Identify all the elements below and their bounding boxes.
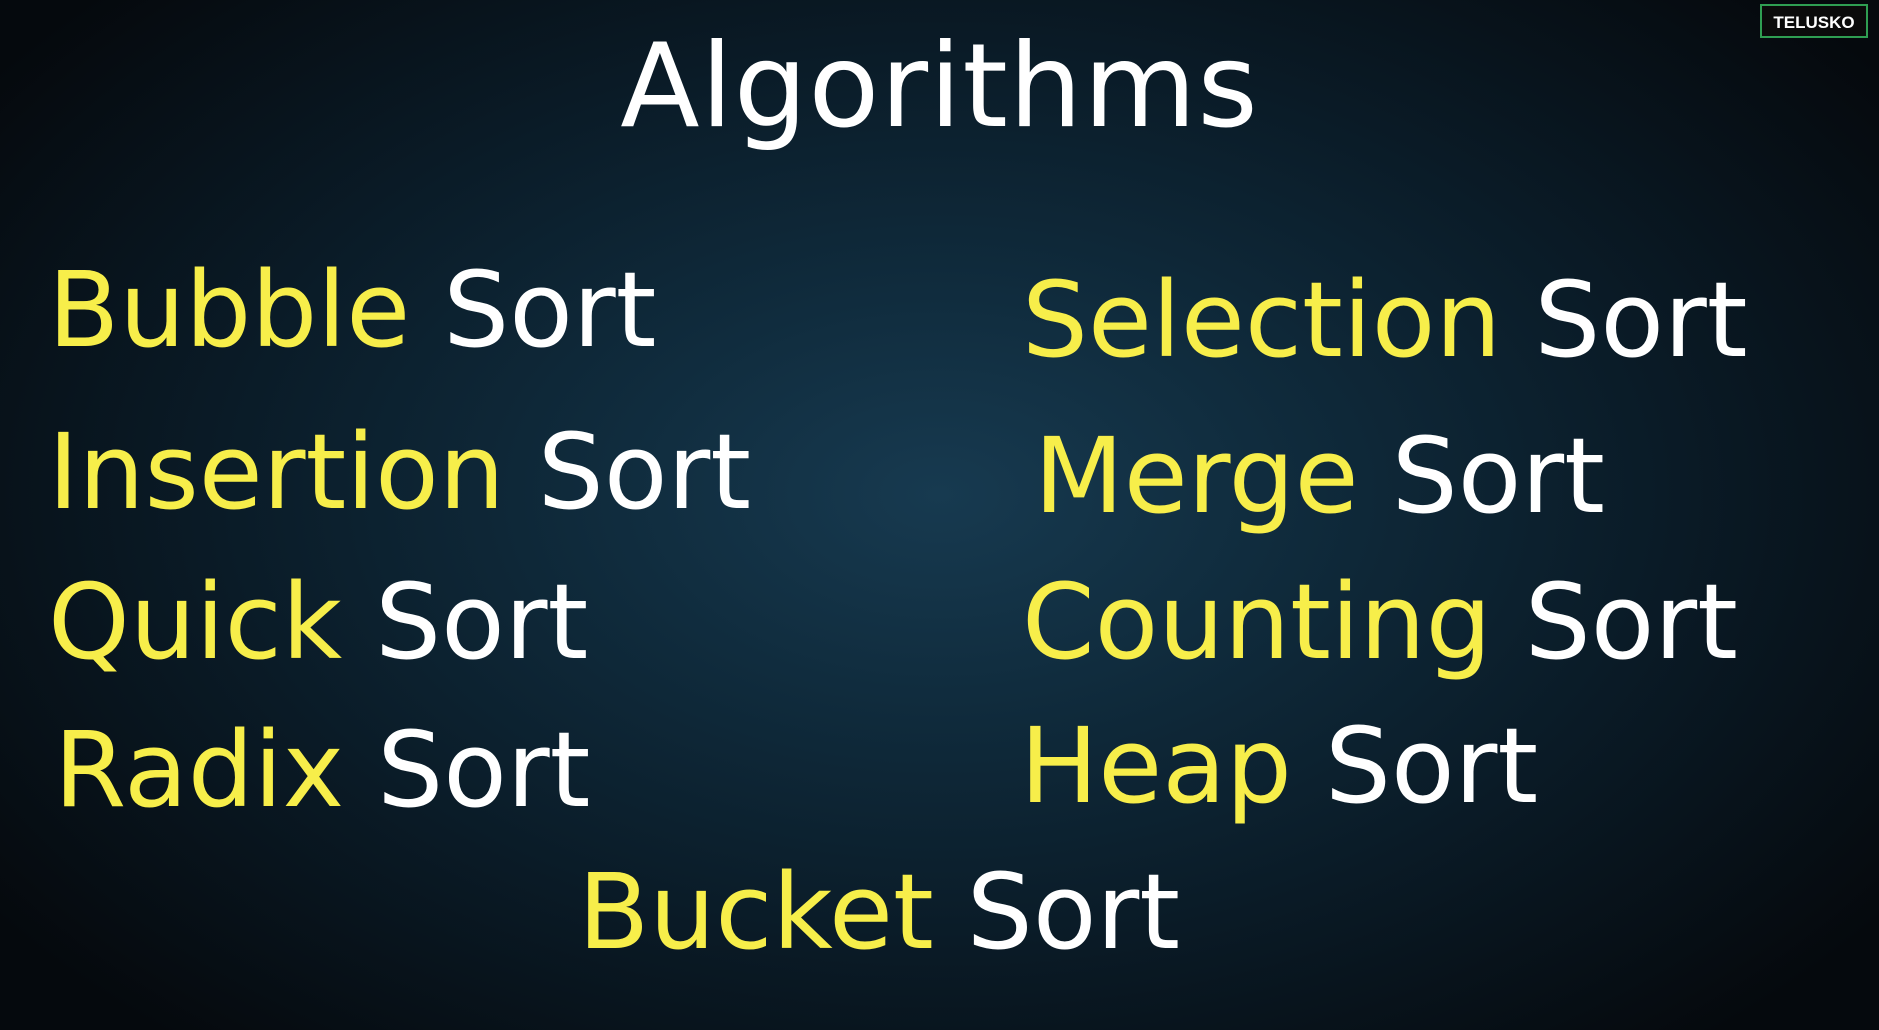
algorithm-suffix: Sort [1325,705,1539,827]
algorithm-suffix: Sort [966,851,1180,973]
algorithm-name: Counting [1022,561,1492,683]
algorithm-name: Bubble [48,249,411,371]
algorithm-item-heap-sort: Heap Sort [1020,706,1538,826]
algorithm-item-bubble-sort: Bubble Sort [48,250,656,370]
channel-logo: TELUSKO [1760,4,1868,38]
algorithm-suffix: Sort [375,561,589,683]
algorithm-name: Merge [1034,415,1359,537]
algorithm-name: Radix [54,709,345,831]
algorithm-name: Heap [1020,705,1292,827]
algorithm-suffix: Sort [1524,561,1738,683]
algorithm-name: Selection [1022,259,1502,381]
algorithm-suffix: Sort [443,249,657,371]
algorithm-item-quick-sort: Quick Sort [48,562,588,682]
algorithm-item-counting-sort: Counting Sort [1022,562,1738,682]
page-title: Algorithms [620,19,1259,154]
algorithm-name: Insertion [48,411,505,533]
algorithm-name: Bucket [578,851,934,973]
algorithm-suffix: Sort [377,709,591,831]
algorithm-suffix: Sort [1391,415,1605,537]
algorithm-suffix: Sort [537,411,751,533]
algorithm-name: Quick [48,561,343,683]
algorithm-item-selection-sort: Selection Sort [1022,260,1748,380]
algorithm-item-bucket-sort: Bucket Sort [578,852,1180,972]
algorithm-item-insertion-sort: Insertion Sort [48,412,751,532]
algorithm-item-merge-sort: Merge Sort [1034,416,1605,536]
algorithm-suffix: Sort [1534,259,1748,381]
algorithm-item-radix-sort: Radix Sort [54,710,590,830]
